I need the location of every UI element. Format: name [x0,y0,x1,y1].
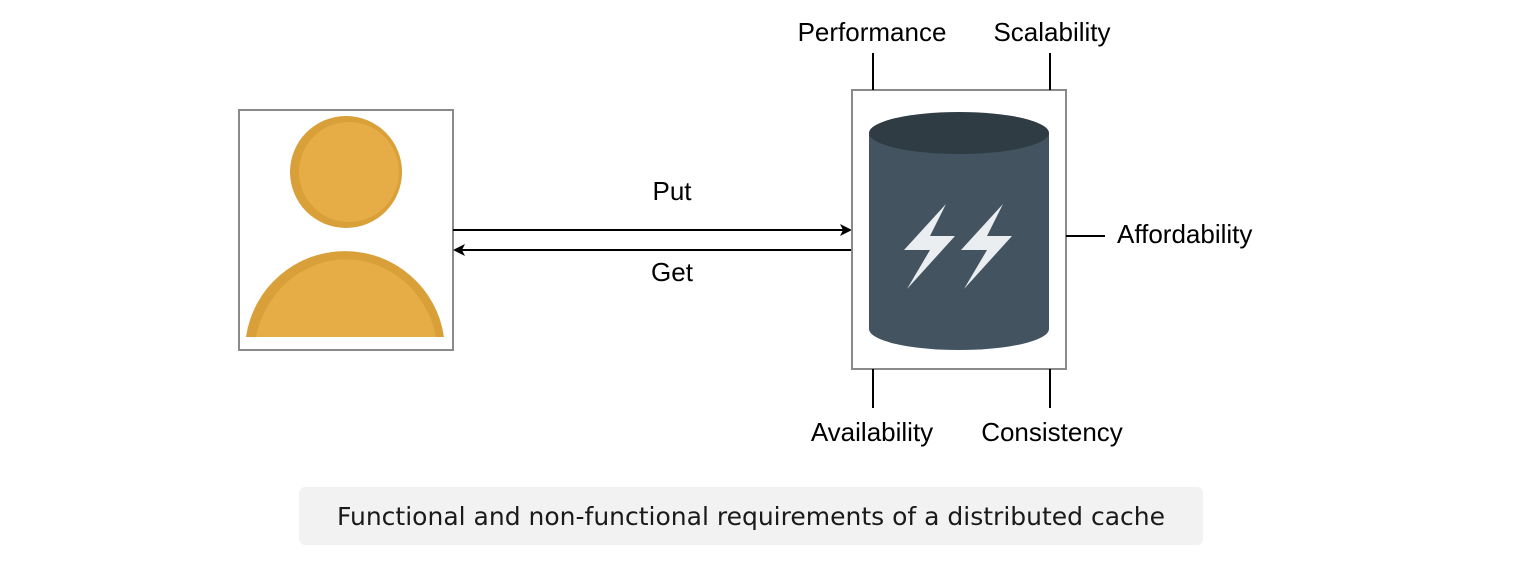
client-node [238,109,454,351]
caption-text: Functional and non-functional requiremen… [336,501,1166,531]
scalability-label: Scalability [993,17,1110,47]
database-lightning-icon [869,112,1049,350]
user-icon [246,116,444,337]
affordability-label: Affordability [1117,219,1252,249]
put-label: Put [652,176,692,206]
cache-node [851,89,1067,370]
availability-label: Availability [811,417,933,447]
get-label: Get [651,257,694,287]
performance-label: Performance [798,17,947,47]
caption-box: Functional and non-functional requiremen… [299,487,1203,545]
consistency-label: Consistency [981,417,1123,447]
